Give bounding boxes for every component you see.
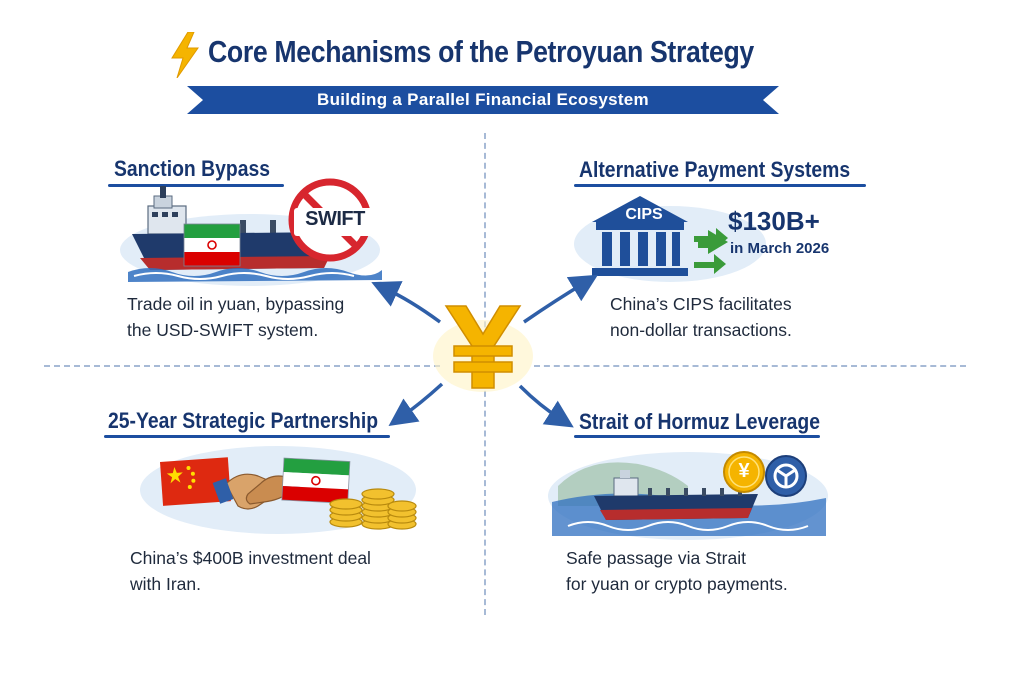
sanction-bypass-underline — [108, 184, 284, 187]
partnership-underline — [104, 435, 390, 438]
sanction-bypass-line-1: Trade oil in yuan, bypassing — [127, 294, 345, 314]
cips-stat-value: $130B+ — [728, 206, 820, 236]
lightning-bolt-icon — [171, 32, 199, 78]
payment-systems-line-1: China’s CIPS facilitates — [610, 294, 792, 314]
china-flag-icon — [160, 457, 231, 506]
title-block: Core Mechanisms of the Petroyuan Strateg… — [0, 30, 1024, 80]
cips-stat-caption: in March 2026 — [730, 240, 830, 257]
handshake-icon — [212, 472, 304, 510]
partnership-illustration — [140, 446, 417, 534]
payment-systems-heading: Alternative Payment Systems — [579, 157, 851, 182]
hormuz-illustration — [548, 451, 828, 540]
page-subtitle: Building a Parallel Financial Ecosystem — [317, 90, 649, 109]
payment-systems-illustration — [574, 196, 766, 282]
swift-badge-bg — [294, 208, 376, 236]
payment-systems-line-2: non-dollar transactions. — [610, 320, 792, 340]
oil-tanker-icon — [132, 186, 338, 270]
hormuz-line-2: for yuan or crypto payments. — [566, 574, 788, 594]
bank-building-icon — [592, 196, 688, 276]
subtitle-ribbon — [187, 86, 779, 114]
iran-flag-icon — [281, 457, 351, 504]
sanction-bypass-heading: Sanction Bypass — [114, 156, 271, 181]
coin-stack-icon — [329, 488, 417, 530]
hormuz-heading: Strait of Hormuz Leverage — [579, 409, 820, 434]
sanction-bypass-line-2: the USD-SWIFT system. — [127, 320, 319, 340]
partnership-line-1: China’s $400B investment deal — [130, 548, 371, 568]
yuan-coin-icon — [723, 451, 765, 493]
crypto-coin-icon — [765, 455, 807, 497]
green-arrow-icon — [694, 228, 728, 274]
oil-tanker-icon — [594, 470, 758, 520]
cips-label: CIPS — [625, 206, 663, 223]
partnership-heading: 25-Year Strategic Partnership — [108, 408, 379, 433]
page-title: Core Mechanisms of the Petroyuan Strateg… — [208, 34, 754, 69]
yuan-coin-symbol: ¥ — [738, 460, 750, 482]
yuan-symbol-icon — [433, 305, 533, 392]
swift-badge: SWIFT — [305, 208, 365, 230]
payment-systems-underline — [574, 184, 866, 187]
hormuz-underline — [574, 435, 820, 438]
horizontal-divider-right — [534, 365, 966, 367]
partnership-line-2: with Iran. — [130, 574, 201, 594]
horizontal-divider-left — [44, 365, 440, 367]
hormuz-line-1: Safe passage via Strait — [566, 548, 746, 568]
